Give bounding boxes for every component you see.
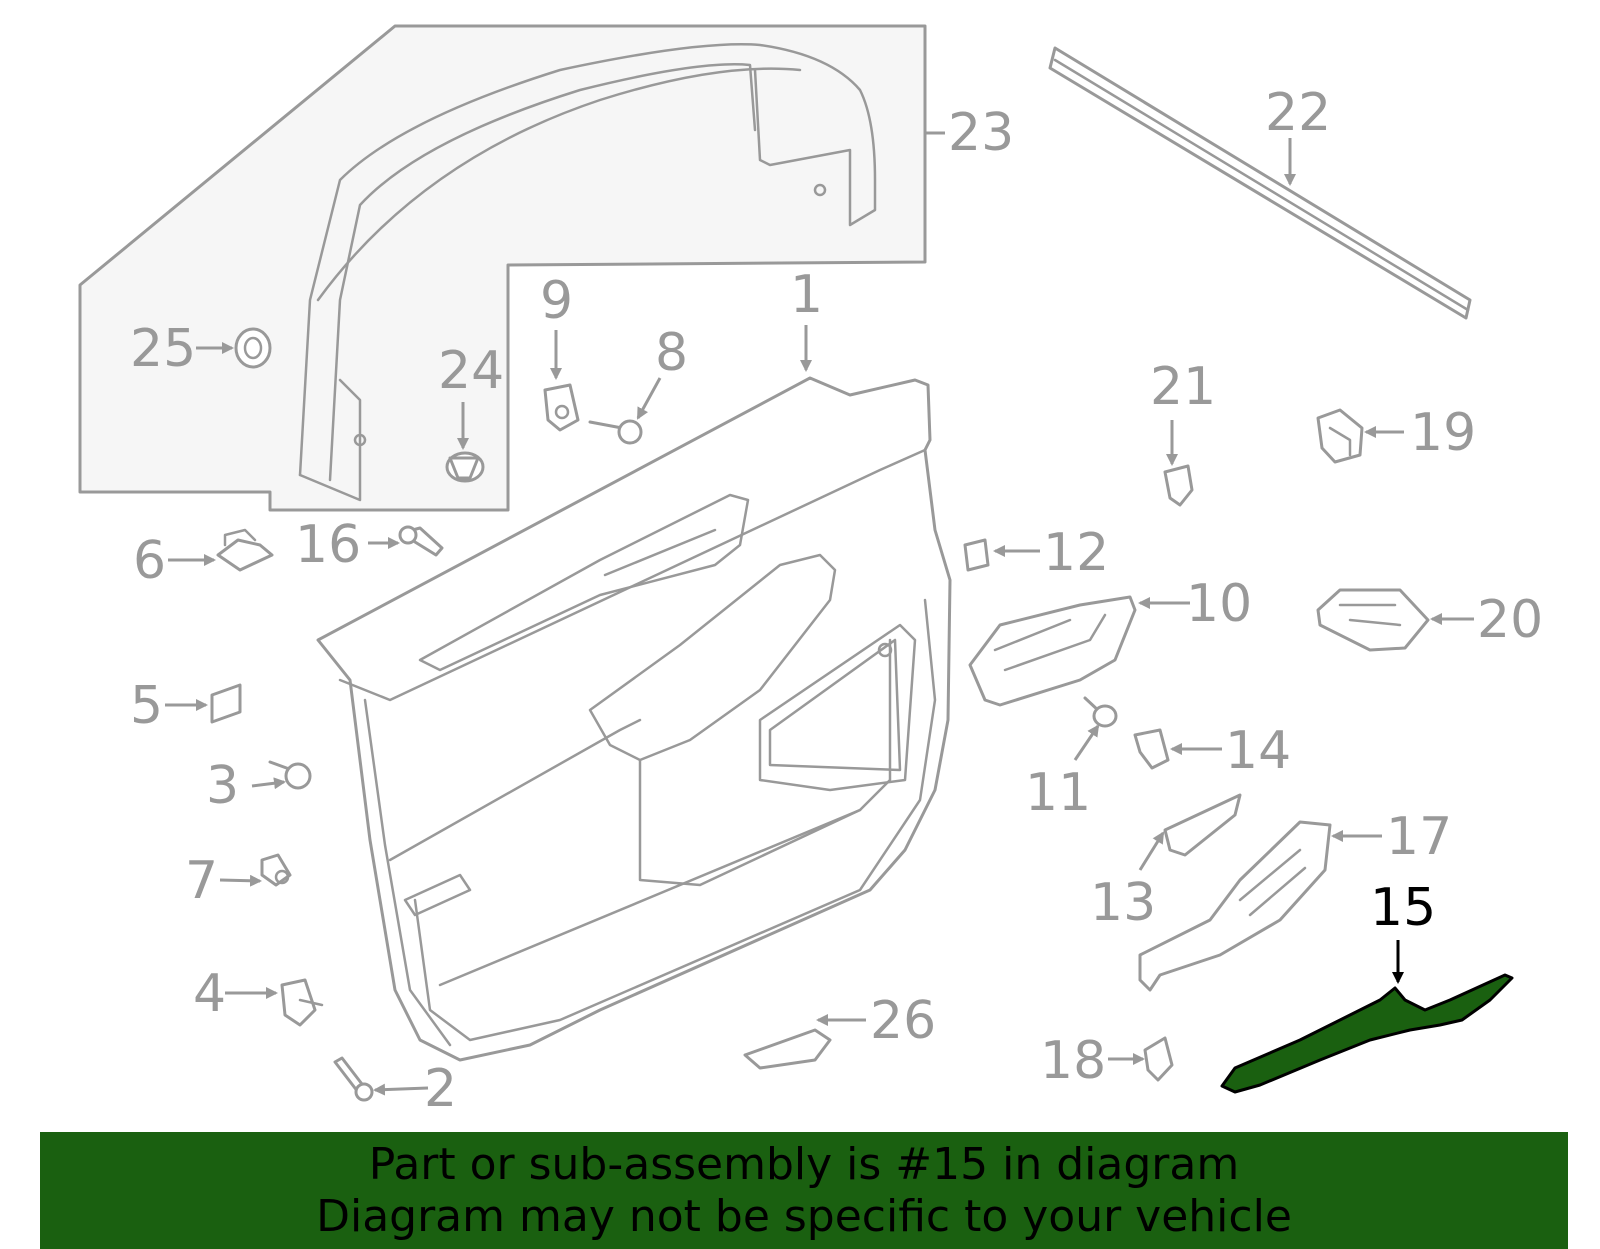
callout-23: 23 [948,103,1014,163]
banner-line-1: Part or sub-assembly is #15 in diagram [368,1138,1240,1190]
callout-26: 26 [870,991,936,1051]
callout-12: 12 [1043,523,1109,583]
callout-22: 22 [1265,83,1331,143]
part-9-bracket [543,383,580,432]
callout-17: 17 [1386,807,1452,867]
callout-6: 6 [133,531,166,591]
part-24-clip [445,451,485,483]
callout-19: 19 [1410,403,1476,463]
part-2-screw [333,1056,374,1102]
part-1-door-trim-panel [316,376,952,1062]
callout-10: 10 [1186,574,1252,634]
callout-2: 2 [424,1059,457,1119]
callout-9: 9 [540,271,573,331]
part-8-screw [588,419,643,445]
part-26-trim [743,1028,832,1070]
callout-21: 21 [1150,357,1216,417]
part-18-clip [1143,1036,1174,1082]
callout-labels: 1 2 3 4 5 6 7 8 9 10 11 12 13 14 15 16 1… [130,83,1543,1119]
callout-16: 16 [295,515,361,575]
callout-14: 14 [1225,721,1291,781]
part-4-clip [280,978,324,1027]
part-16-bolt [398,525,444,557]
info-banner: Part or sub-assembly is #15 in diagram D… [40,1132,1568,1249]
part-22-weatherstrip [1048,46,1472,320]
part-7-clip [260,853,292,887]
callout-8: 8 [655,323,688,383]
part-14-clip [1133,728,1170,770]
callout-7: 7 [185,851,218,911]
part-20-switch [1316,588,1430,652]
part-13-cover [1163,793,1242,857]
callout-20: 20 [1477,590,1543,650]
banner-line-2: Diagram may not be specific to your vehi… [316,1190,1292,1242]
part-17-bezel [1138,820,1332,992]
callout-15: 15 [1370,878,1436,938]
part-12-pad [963,538,990,572]
callout-24: 24 [438,341,504,401]
part-3-screw [268,760,312,790]
callout-18: 18 [1040,1031,1106,1091]
part-11-bolt [1083,696,1118,728]
callout-3: 3 [206,756,239,816]
part-10-handle [968,595,1137,707]
part-19-switch [1316,408,1364,464]
callout-4: 4 [193,964,226,1024]
part-15-garnish [1220,973,1514,1094]
part-21-cap [1163,464,1194,507]
callout-arrows [165,131,1474,1096]
callout-13: 13 [1090,873,1156,933]
part-5-pad [210,683,242,724]
part-6-clip [216,528,274,572]
callout-11: 11 [1025,763,1091,823]
callout-1: 1 [790,265,823,325]
part-23-group [78,24,927,512]
callout-5: 5 [130,676,163,736]
callout-25: 25 [130,319,196,379]
part-25-washer [234,327,272,369]
